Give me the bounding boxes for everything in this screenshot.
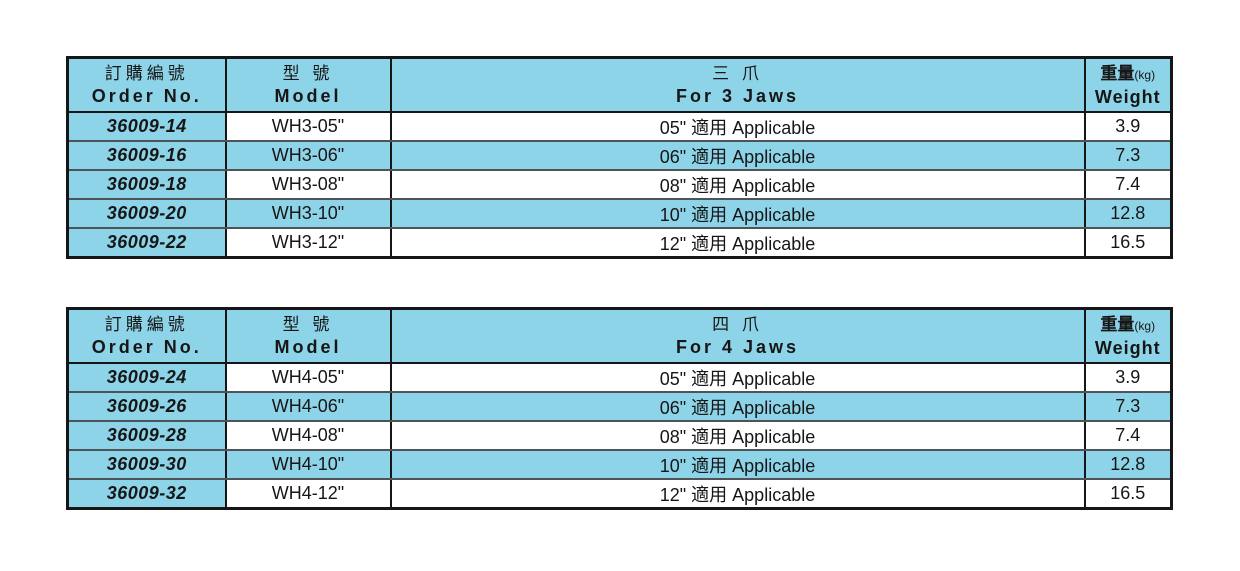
cell-order-no: 36009-22 xyxy=(66,227,227,259)
header-jaws-en: For 3 Jaws xyxy=(675,86,800,106)
header-order-no: 訂購編號 Order No. xyxy=(66,56,227,113)
cell-weight: 3.9 xyxy=(1083,111,1173,142)
header-order-no: 訂購編號 Order No. xyxy=(66,307,227,364)
table-row: 36009-20 WH3-10" 10" 適用 Applicable 12.8 xyxy=(66,198,1173,229)
header-jaws-zh: 四 爪 xyxy=(712,315,763,334)
header-order-no-en: Order No. xyxy=(91,337,202,357)
header-row: 訂購編號 Order No. 型 號 Model 四 爪 For 4 Jaws … xyxy=(66,307,1173,364)
cell-applicable: 10" 適用 Applicable xyxy=(389,449,1086,480)
cell-order-no: 36009-14 xyxy=(66,111,227,142)
cell-order-no: 36009-30 xyxy=(66,449,227,480)
header-weight-unit: (kg) xyxy=(1134,318,1156,333)
cell-applicable: 10" 適用 Applicable xyxy=(389,198,1086,229)
cell-model: WH4-12" xyxy=(224,478,392,510)
cell-model: WH4-05" xyxy=(224,362,392,393)
header-jaws: 三 爪 For 3 Jaws xyxy=(389,56,1086,113)
cell-model: WH3-08" xyxy=(224,169,392,200)
header-jaws-en: For 4 Jaws xyxy=(675,337,800,357)
header-weight-en: Weight xyxy=(1094,337,1161,358)
table-row: 36009-16 WH3-06" 06" 適用 Applicable 7.3 xyxy=(66,140,1173,171)
cell-weight: 7.4 xyxy=(1083,420,1173,451)
cell-order-no: 36009-16 xyxy=(66,140,227,171)
header-weight-zh: 重量(kg) xyxy=(1100,314,1156,334)
header-model-en: Model xyxy=(274,86,342,106)
cell-order-no: 36009-28 xyxy=(66,420,227,451)
cell-applicable: 05" 適用 Applicable xyxy=(389,111,1086,142)
cell-model: WH3-12" xyxy=(224,227,392,259)
table-row: 36009-32 WH4-12" 12" 適用 Applicable 16.5 xyxy=(66,478,1173,510)
cell-applicable: 06" 適用 Applicable xyxy=(389,140,1086,171)
header-weight-en: Weight xyxy=(1094,86,1161,107)
table-row: 36009-22 WH3-12" 12" 適用 Applicable 16.5 xyxy=(66,227,1173,259)
cell-order-no: 36009-24 xyxy=(66,362,227,393)
table-row: 36009-28 WH4-08" 08" 適用 Applicable 7.4 xyxy=(66,420,1173,451)
catalog-table-3-jaws: 訂購編號 Order No. 型 號 Model 三 爪 For 3 Jaws … xyxy=(66,56,1173,259)
cell-weight: 7.4 xyxy=(1083,169,1173,200)
cell-weight: 16.5 xyxy=(1083,478,1173,510)
cell-applicable: 05" 適用 Applicable xyxy=(389,362,1086,393)
cell-applicable: 08" 適用 Applicable xyxy=(389,420,1086,451)
table-row: 36009-24 WH4-05" 05" 適用 Applicable 3.9 xyxy=(66,362,1173,393)
table-row: 36009-30 WH4-10" 10" 適用 Applicable 12.8 xyxy=(66,449,1173,480)
cell-order-no: 36009-32 xyxy=(66,478,227,510)
cell-order-no: 36009-26 xyxy=(66,391,227,422)
header-model-zh: 型 號 xyxy=(282,315,334,334)
table-row: 36009-26 WH4-06" 06" 適用 Applicable 7.3 xyxy=(66,391,1173,422)
cell-weight: 12.8 xyxy=(1083,198,1173,229)
cell-weight: 16.5 xyxy=(1083,227,1173,259)
cell-model: WH3-06" xyxy=(224,140,392,171)
cell-weight: 3.9 xyxy=(1083,362,1173,393)
header-weight-unit: (kg) xyxy=(1134,67,1156,82)
cell-order-no: 36009-20 xyxy=(66,198,227,229)
cell-applicable: 08" 適用 Applicable xyxy=(389,169,1086,200)
header-order-no-en: Order No. xyxy=(91,86,202,106)
cell-model: WH4-08" xyxy=(224,420,392,451)
header-jaws-zh: 三 爪 xyxy=(712,64,763,83)
header-weight: 重量(kg) Weight xyxy=(1083,56,1173,113)
header-model-zh: 型 號 xyxy=(282,64,334,83)
header-model-en: Model xyxy=(274,337,342,357)
table-row: 36009-14 WH3-05" 05" 適用 Applicable 3.9 xyxy=(66,111,1173,142)
cell-weight: 7.3 xyxy=(1083,140,1173,171)
cell-applicable: 06" 適用 Applicable xyxy=(389,391,1086,422)
cell-weight: 7.3 xyxy=(1083,391,1173,422)
header-jaws: 四 爪 For 4 Jaws xyxy=(389,307,1086,364)
table-row: 36009-18 WH3-08" 08" 適用 Applicable 7.4 xyxy=(66,169,1173,200)
cell-order-no: 36009-18 xyxy=(66,169,227,200)
cell-applicable: 12" 適用 Applicable xyxy=(389,478,1086,510)
header-weight: 重量(kg) Weight xyxy=(1083,307,1173,364)
header-order-no-zh: 訂購編號 xyxy=(104,315,189,334)
cell-model: WH3-10" xyxy=(224,198,392,229)
cell-weight: 12.8 xyxy=(1083,449,1173,480)
header-order-no-zh: 訂購編號 xyxy=(104,64,189,83)
cell-model: WH3-05" xyxy=(224,111,392,142)
header-weight-zh: 重量(kg) xyxy=(1100,63,1156,83)
header-model: 型 號 Model xyxy=(224,307,392,364)
catalog-table-4-jaws: 訂購編號 Order No. 型 號 Model 四 爪 For 4 Jaws … xyxy=(66,307,1173,510)
cell-model: WH4-10" xyxy=(224,449,392,480)
header-model: 型 號 Model xyxy=(224,56,392,113)
cell-model: WH4-06" xyxy=(224,391,392,422)
header-row: 訂購編號 Order No. 型 號 Model 三 爪 For 3 Jaws … xyxy=(66,56,1173,113)
cell-applicable: 12" 適用 Applicable xyxy=(389,227,1086,259)
